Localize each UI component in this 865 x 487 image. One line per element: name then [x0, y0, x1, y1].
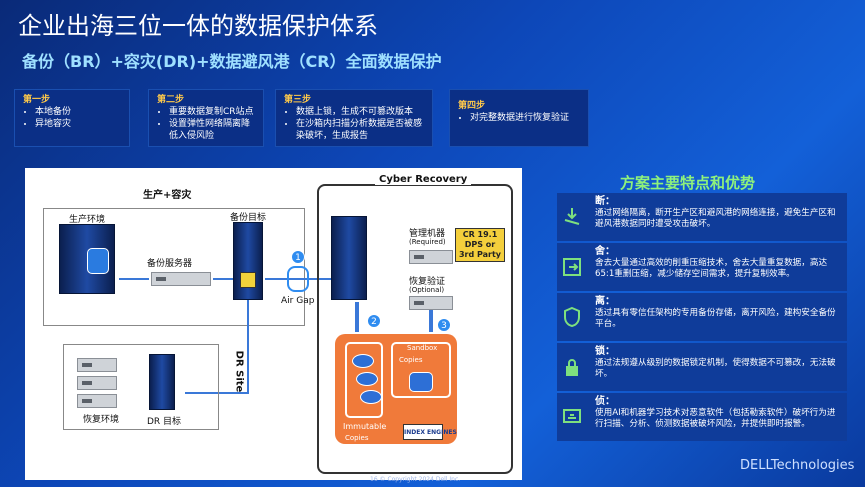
feature-text: 透过具有零信任架构的专用备份存储，离开风险，建构安全备份平台。	[595, 308, 836, 329]
required-label: (Required)	[409, 238, 446, 246]
immutable-copies-label: Copies	[345, 434, 369, 442]
flow-arrow	[213, 278, 233, 280]
database-icon	[360, 390, 382, 404]
feature-head: 断：	[595, 196, 615, 207]
dr-target-rack	[149, 354, 175, 410]
restore-verify-label: 恢复验证	[409, 277, 446, 287]
step-3: 第三步 数据上锁，生成不可篡改版本在沙箱内扫描分析数据是否被感染破坏，生成报告	[275, 89, 433, 147]
features-title: 方案主要特点和优势	[620, 174, 756, 192]
sandbox-copies-box	[391, 342, 451, 398]
feature-head: 锁：	[595, 346, 615, 357]
step-item: 数据上锁，生成不可篡改版本	[296, 106, 424, 118]
restore-server	[77, 394, 117, 408]
sandbox-label: Sandbox	[407, 344, 438, 352]
feature-head: 侦：	[595, 396, 615, 407]
monitor-icon	[557, 393, 587, 441]
feature-text: 使用AI和机器学习技术对恶意软件（包括勒索软件）破坏行为进行扫描、分析、侦测数据…	[595, 408, 836, 429]
mgmt-label: 管理机器	[409, 229, 446, 239]
feature-card: 离：透过具有零信任架构的专用备份存储，离开风险，建构安全备份平台。	[557, 293, 847, 341]
step-4: 第四步 对完整数据进行恢复验证	[449, 89, 589, 147]
disconnect-icon	[557, 193, 587, 241]
architecture-diagram: 生产+容灾 生产环境 备份目标 备份服务器 1 Air Gap DR Site …	[25, 168, 522, 480]
cyber-recovery-label: Cyber Recovery	[375, 174, 472, 185]
feature-card: 舍：舍去大量通过高效的削重压缩技术，舍去大量重复数据，高达65:1重删压缩，减少…	[557, 243, 847, 291]
feature-card: 断：通过网络隔离，断开生产区和避风港的网络连接，避免生产区和避风港数据同时遭受攻…	[557, 193, 847, 241]
optional-label: (Optional)	[409, 286, 445, 294]
prod-dr-label: 生产+容灾	[143, 190, 192, 201]
flow-arrow	[429, 310, 433, 332]
dell-logo: DELLTechnologies	[740, 458, 855, 473]
step-item: 设置弹性网络隔离降低入侵风险	[169, 118, 255, 142]
step-item: 对完整数据进行恢复验证	[470, 112, 580, 124]
shield-icon	[557, 293, 587, 341]
immutable-label: Immutable	[343, 422, 387, 431]
step-marker-1: 1	[291, 250, 305, 264]
page-title: 企业出海三位一体的数据保护体系	[18, 12, 378, 40]
lock-icon	[557, 343, 587, 391]
replication-arrow	[185, 392, 249, 394]
feature-text: 通过法规遵从级别的数据锁定机制，使得数据不可篡改，无法破坏。	[595, 358, 836, 379]
dr-target-label: DR 目标	[147, 417, 182, 427]
step-title: 第四步	[458, 101, 486, 111]
step-2: 第二步 重要数据复制CR站点设置弹性网络隔离降低入侵风险	[148, 89, 264, 147]
page-subtitle: 备份（BR）+容灾(DR)+数据避风港（CR）全面数据保护	[22, 52, 442, 71]
backup-target-rack	[233, 222, 263, 300]
database-icon	[409, 372, 433, 392]
step-item: 本地备份	[35, 106, 121, 118]
replication-line	[247, 300, 249, 394]
cr-badge-line: CR 19.1	[462, 230, 498, 239]
cyber-recovery-vault	[317, 184, 513, 474]
flow-arrow	[355, 302, 359, 332]
sandbox-copies-label: Copies	[399, 356, 423, 364]
backup-server-label: 备份服务器	[147, 259, 193, 269]
index-engines-logo: INDEX ENGINES	[403, 424, 457, 440]
step-title: 第二步	[157, 95, 185, 105]
step-1: 第一步 本地备份异地容灾	[14, 89, 130, 147]
vault-storage-rack	[331, 216, 367, 300]
feature-card: 锁：通过法规遵从级别的数据锁定机制，使得数据不可篡改，无法破坏。	[557, 343, 847, 391]
restore-server	[77, 358, 117, 372]
flow-arrow	[265, 278, 335, 280]
prod-env-label: 生产环境	[69, 215, 106, 225]
restore-server	[77, 376, 117, 390]
exit-icon	[557, 243, 587, 291]
step-title: 第三步	[284, 95, 312, 105]
database-icon	[356, 372, 378, 386]
step-marker-2: 2	[367, 314, 381, 328]
cr-software-badge: CR 19.1 DPS or 3rd Party	[455, 228, 505, 262]
feature-head: 舍：	[595, 246, 615, 257]
dr-site-label: DR Site	[233, 350, 245, 393]
step-item: 在沙箱内扫描分析数据是否被感染破坏，生成报告	[296, 118, 424, 142]
feature-text: 舍去大量通过高效的削重压缩技术，舍去大量重复数据，高达65:1重删压缩，减少储存…	[595, 258, 828, 279]
management-server	[409, 250, 453, 264]
restore-verify-server	[409, 296, 453, 310]
step-item: 异地容灾	[35, 118, 121, 130]
database-icon	[87, 248, 109, 274]
database-icon	[352, 354, 374, 368]
air-gap-icon	[287, 266, 309, 292]
flow-arrow	[119, 278, 149, 280]
cr-badge-line: DPS or	[464, 240, 496, 249]
feature-text: 通过网络隔离，断开生产区和避风港的网络连接，避免生产区和避风港数据同时遭受攻击破…	[595, 208, 836, 229]
footer-copyright: 16 © Copyright 2024 Dell Inc.	[370, 476, 461, 483]
immutable-copies-box	[345, 342, 383, 418]
step-title: 第一步	[23, 95, 51, 105]
cr-badge-line: 3rd Party	[458, 250, 502, 259]
air-gap-label: Air Gap	[281, 296, 315, 306]
backup-target-label: 备份目标	[230, 213, 267, 223]
backup-server	[151, 272, 211, 286]
lock-icon	[240, 272, 256, 288]
feature-card: 侦：使用AI和机器学习技术对恶意软件（包括勒索软件）破坏行为进行扫描、分析、侦测…	[557, 393, 847, 441]
step-item: 重要数据复制CR站点	[169, 106, 255, 118]
restore-env-label: 恢复环境	[83, 415, 120, 425]
step-marker-3: 3	[437, 318, 451, 332]
dr-site-frame	[63, 344, 219, 430]
feature-head: 离：	[595, 296, 615, 307]
